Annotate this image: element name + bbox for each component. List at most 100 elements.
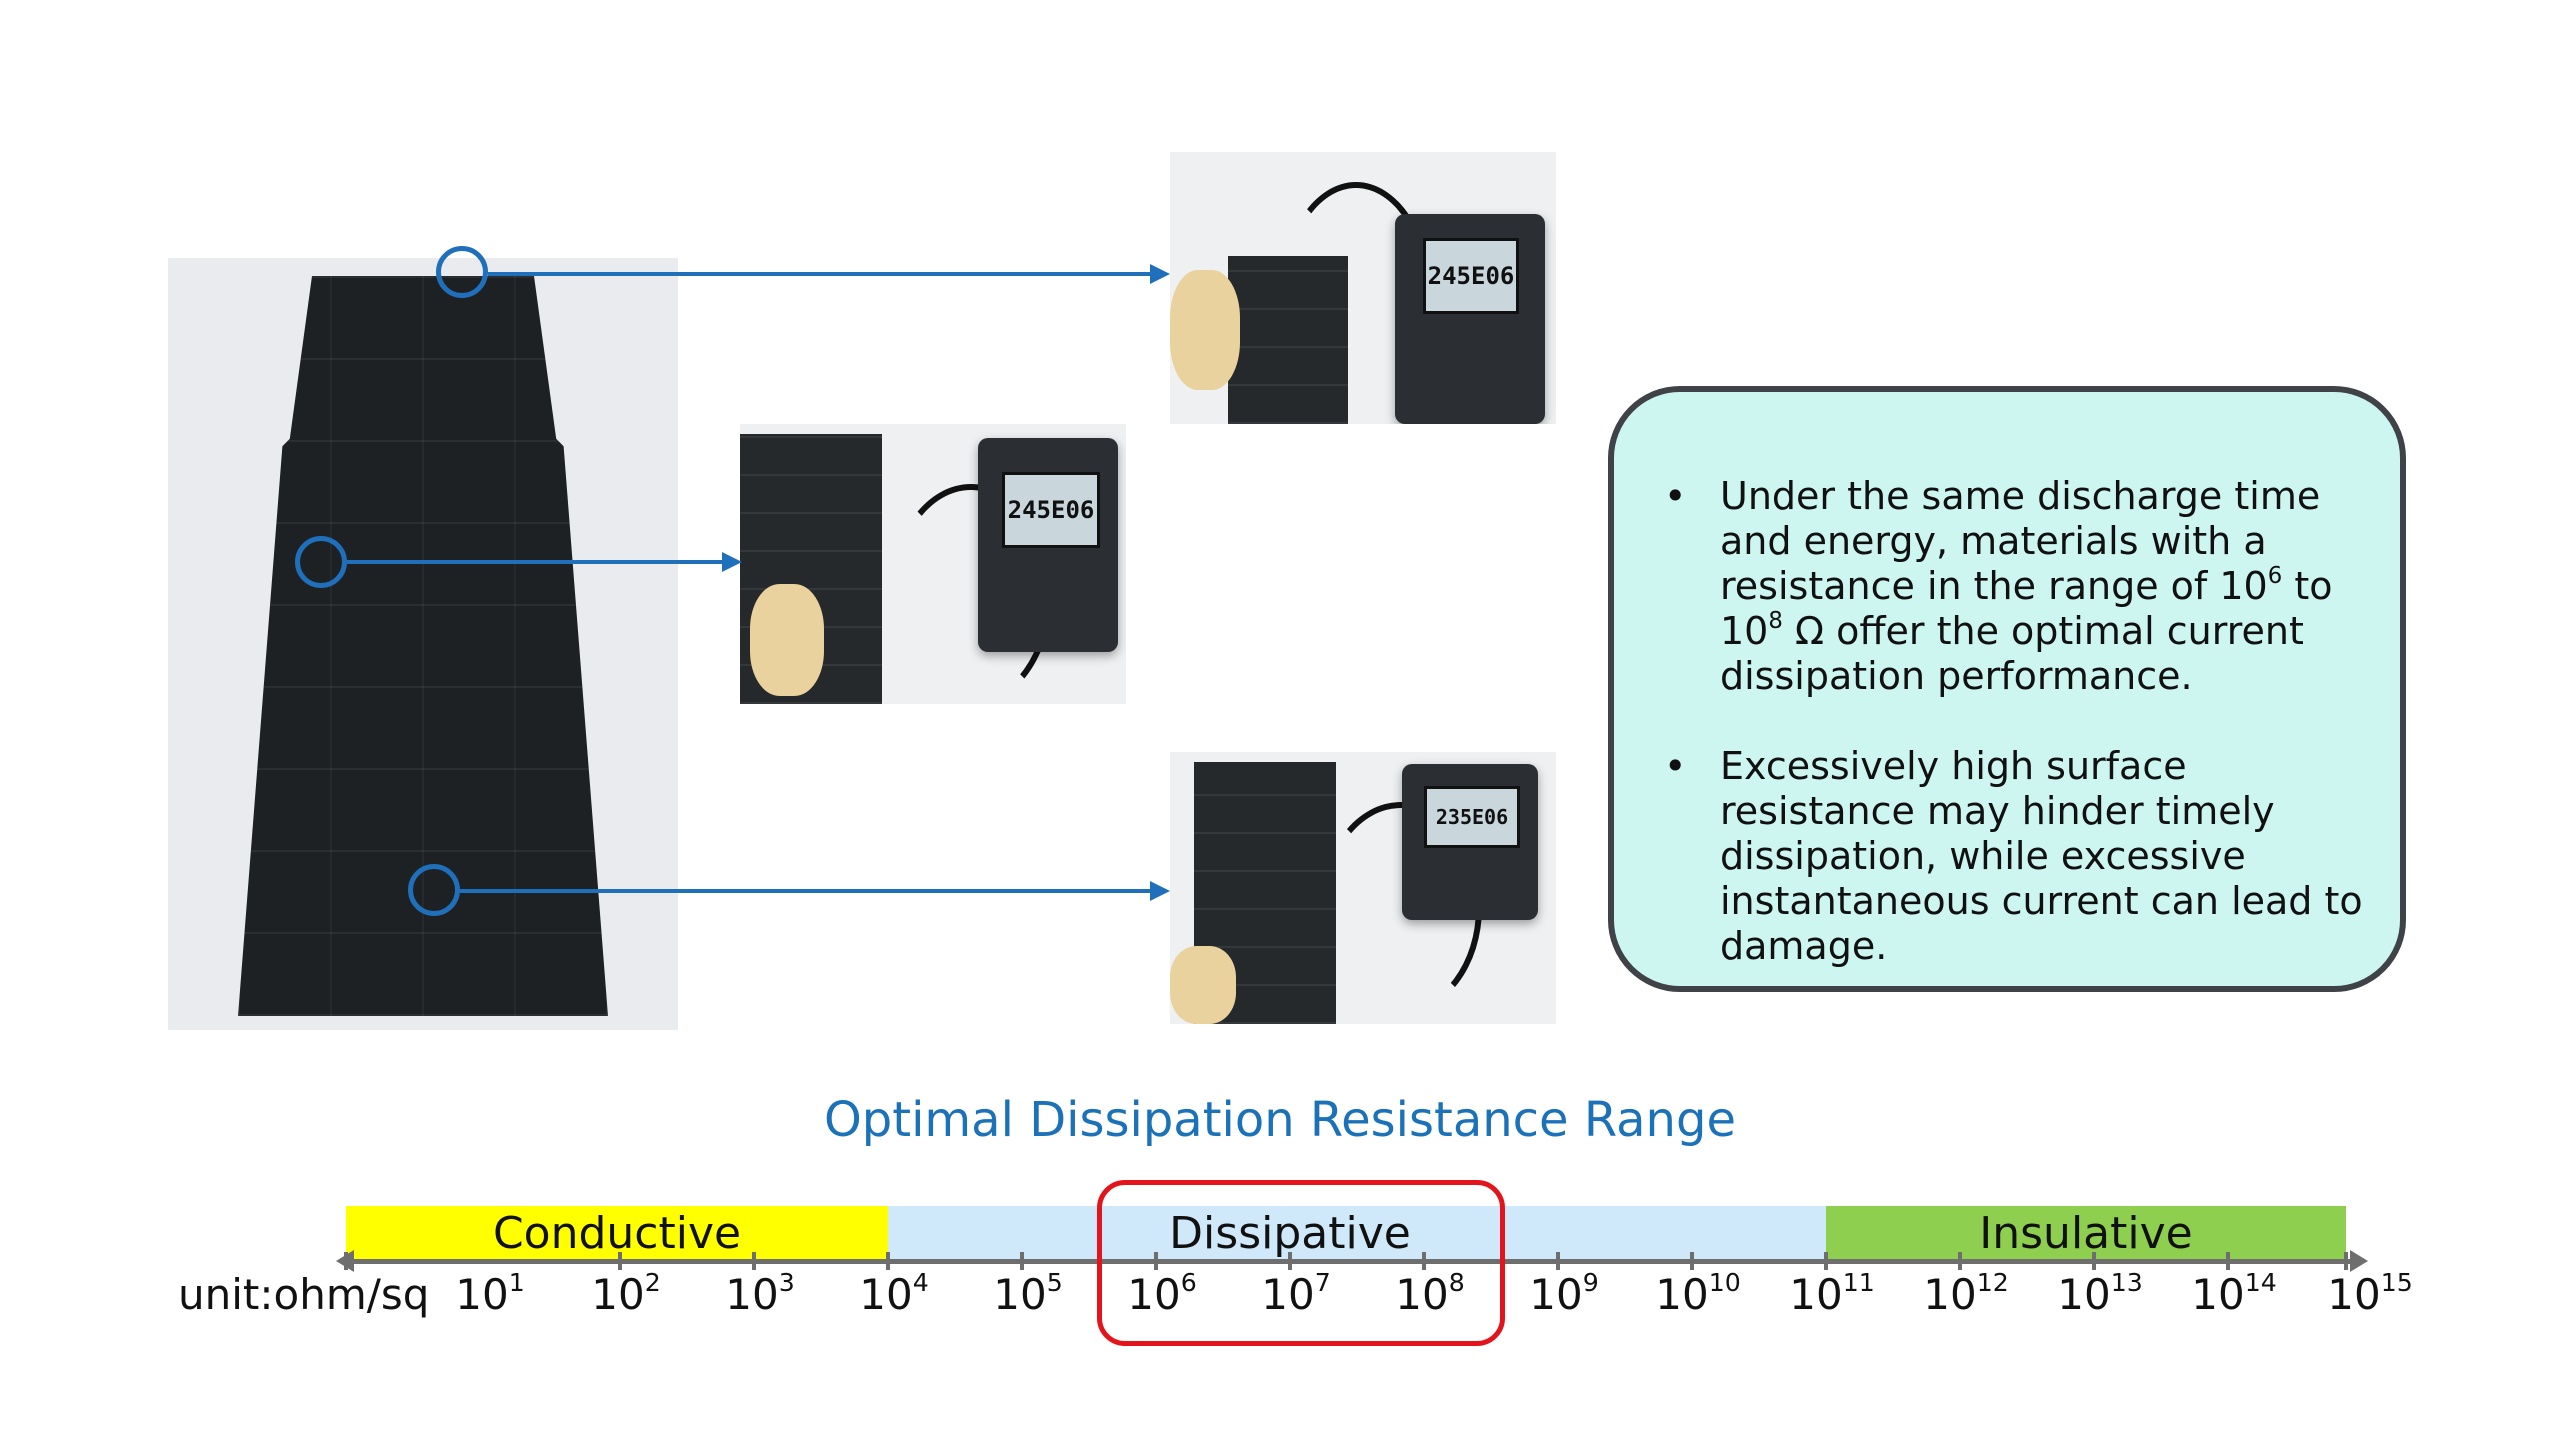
tick-mark [2092,1252,2096,1270]
meter-device: 245E06 [1395,214,1545,424]
explanation-bullet: • Excessively high surface resistance may… [1664,744,2374,969]
tick-base: 10 [1261,1270,1315,1319]
arrow-top-head [1150,264,1170,284]
tick-exponent: 7 [1314,1268,1331,1298]
tick-mark [1556,1252,1560,1270]
band-conductive [346,1206,888,1262]
exponent: 8 [1768,608,1783,635]
tick-mark [1958,1252,1962,1270]
meter-screen: 235E06 [1424,786,1520,848]
bullet-text: Excessively high surface resistance may … [1720,744,2363,968]
meter-photo-top: 245E06 [1170,152,1556,424]
meter-screen: 245E06 [1423,238,1519,314]
tick-label: 1011 [1789,1270,1875,1319]
tick-base: 10 [2327,1270,2381,1319]
bullet-symbol: • [1664,744,1687,788]
axis-arrow-right [2350,1250,2368,1272]
arrow-middle-head [722,552,742,572]
tick-base: 10 [2057,1270,2111,1319]
tick-exponent: 12 [1976,1268,2009,1298]
tick-base: 10 [1529,1270,1583,1319]
glove [1170,270,1240,390]
tick-mark [2226,1252,2230,1270]
tick-base: 10 [725,1270,779,1319]
bullet-text: Under the same discharge time and energy… [1720,474,2321,608]
tick-exponent: 8 [1448,1268,1465,1298]
exponent: 6 [2267,563,2283,590]
tick-base: 10 [455,1270,509,1319]
arrow-top [488,272,1152,276]
tick-mark [618,1252,622,1270]
tick-base: 10 [1789,1270,1843,1319]
tick-mark [1154,1252,1158,1270]
explanation-list: • Under the same discharge time and energ… [1664,474,2374,1014]
band-label-insulative: Insulative [1979,1208,2193,1259]
arrow-middle [347,560,725,564]
tick-label: 102 [591,1270,660,1319]
tick-base: 10 [859,1270,913,1319]
tick-exponent: 2 [644,1268,661,1298]
tick-mark [1020,1252,1024,1270]
tick-label: 1012 [1923,1270,2009,1319]
tick-exponent: 3 [778,1268,795,1298]
tick-label: 109 [1529,1270,1598,1319]
tick-mark [1824,1252,1828,1270]
glove [1170,946,1236,1024]
tick-base: 10 [1923,1270,1977,1319]
tick-mark [752,1252,756,1270]
tick-exponent: 4 [912,1268,929,1298]
tick-exponent: 10 [1708,1268,1741,1298]
bullet-symbol: • [1664,474,1687,518]
tick-label: 103 [725,1270,794,1319]
measure-point-middle [295,536,347,588]
tick-exponent: 11 [1842,1268,1875,1298]
explanation-bullet: • Under the same discharge time and energ… [1664,474,2374,699]
band-label-dissipative: Dissipative [1169,1208,1411,1259]
meter-device: 245E06 [978,438,1118,652]
explanation-callout: • Under the same discharge time and energ… [1608,386,2406,992]
tick-mark [2344,1252,2348,1270]
tick-label: 1015 [2327,1270,2413,1319]
tick-label: 1010 [1655,1270,1741,1319]
bullet-text: Ω offer the optimal current dissipation … [1720,609,2304,698]
optimal-range-highlight [1097,1180,1505,1346]
tick-mark [1288,1252,1292,1270]
tick-base: 10 [591,1270,645,1319]
tick-base: 10 [993,1270,1047,1319]
bullet-text: to 10 [1720,564,2333,653]
tick-label: 106 [1127,1270,1196,1319]
tick-exponent: 1 [508,1268,525,1298]
tick-exponent: 9 [1582,1268,1599,1298]
tray-photo [168,258,678,1030]
tick-label: 105 [993,1270,1062,1319]
band-insulative [1826,1206,2346,1262]
meter-screen: 245E06 [1002,472,1100,548]
tick-label: 107 [1261,1270,1330,1319]
measure-point-bottom [408,864,460,916]
tick-base: 10 [2191,1270,2245,1319]
arrow-bottom [460,889,1152,893]
band-label-conductive: Conductive [492,1208,742,1259]
arrow-bottom-head [1150,881,1170,901]
tick-mark [344,1252,348,1270]
band-background [888,1206,1826,1262]
tick-label: 1013 [2057,1270,2143,1319]
tick-label: 101 [455,1270,524,1319]
tick-label: 108 [1395,1270,1464,1319]
tick-label: 104 [859,1270,928,1319]
tick-mark [1690,1252,1694,1270]
tick-exponent: 15 [2380,1268,2413,1298]
glove [750,584,824,696]
measure-point-top [436,246,488,298]
meter-device: 235E06 [1402,764,1538,920]
tick-base: 10 [1127,1270,1181,1319]
tick-exponent: 6 [1180,1268,1197,1298]
tick-base: 10 [1655,1270,1709,1319]
tick-mark [1422,1252,1426,1270]
tick-label: 1014 [2191,1270,2277,1319]
meter-photo-middle: 245E06 [740,424,1126,704]
tick-base: 10 [1395,1270,1449,1319]
meter-photo-bottom: 235E06 [1170,752,1556,1024]
tick-exponent: 14 [2244,1268,2277,1298]
tick-exponent: 13 [2110,1268,2143,1298]
